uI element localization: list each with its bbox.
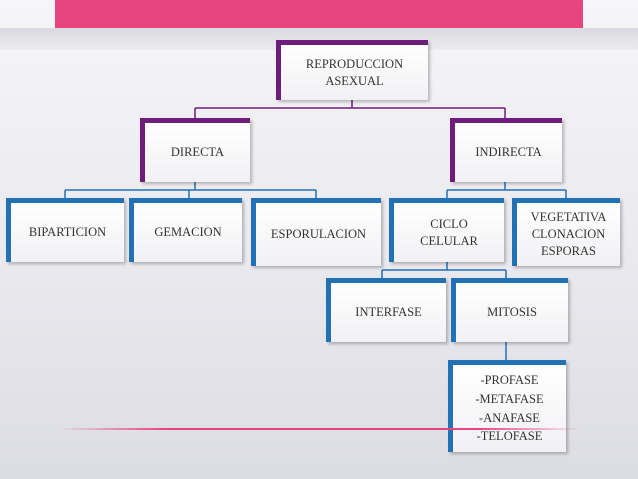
node-biparticion: BIPARTICION: [6, 198, 124, 262]
node-mitosis-label: MITOSIS: [487, 305, 537, 320]
node-mitosis: MITOSIS: [451, 278, 568, 342]
node-ciclo-celular: CICLO CELULAR: [389, 198, 504, 262]
node-ciclo-line-1: CICLO: [430, 216, 468, 231]
node-fases: -PROFASE -METAFASE -ANAFASE -TELOFASE: [448, 360, 566, 452]
node-fases-metafase: -METAFASE: [475, 391, 544, 406]
node-directa-label: DIRECTA: [170, 145, 225, 160]
node-interfase-label: INTERFASE: [355, 305, 422, 320]
connector-ciclo: [381, 262, 507, 278]
bottom-accent-line: [60, 428, 582, 430]
node-esporulacion-label: ESPORULACION: [270, 227, 367, 242]
node-vegetativa-line-3: ESPORAS: [541, 243, 596, 258]
node-fases-telofase: -TELOFASE: [476, 429, 543, 444]
connector-directa: [64, 182, 317, 198]
header-band: [0, 28, 638, 50]
node-indirecta-label: INDIRECTA: [475, 145, 542, 160]
node-fases-profase: -PROFASE: [480, 373, 539, 387]
node-ciclo-line-2: CELULAR: [420, 233, 478, 248]
node-vegetativa-line-1: VEGETATIVA: [530, 210, 607, 225]
node-gemacion: GEMACION: [129, 198, 242, 262]
node-directa: DIRECTA: [140, 118, 250, 182]
node-gemacion-label: GEMACION: [154, 225, 222, 240]
node-vegetativa: VEGETATIVA CLONACION ESPORAS: [512, 198, 620, 266]
connector-indirecta: [446, 182, 567, 198]
node-esporulacion: ESPORULACION: [251, 198, 381, 266]
node-reproduccion-asexual: REPRODUCCION ASEXUAL: [276, 40, 428, 100]
node-vegetativa-line-2: CLONACION: [531, 227, 606, 242]
node-interfase: INTERFASE: [326, 278, 446, 342]
node-fases-anafase: -ANAFASE: [479, 410, 540, 425]
node-biparticion-label: BIPARTICION: [28, 225, 107, 240]
node-reproduccion-line-1: REPRODUCCION: [305, 56, 404, 71]
node-reproduccion-line-2: ASEXUAL: [325, 73, 384, 88]
connector-root: [194, 100, 506, 118]
header-accent-bar: [55, 0, 583, 28]
node-indirecta: INDIRECTA: [450, 118, 562, 182]
